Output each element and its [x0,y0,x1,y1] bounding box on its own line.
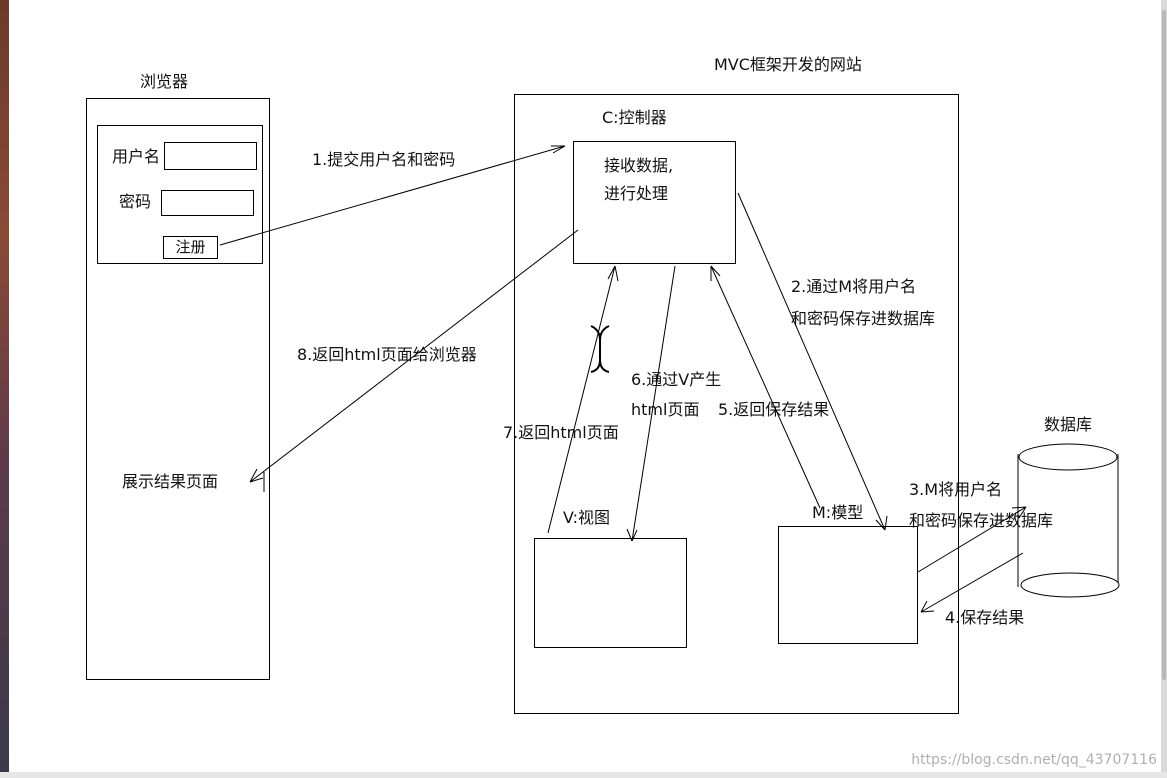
view-title: V:视图 [563,508,611,527]
step2b-label: 和密码保存进数据库 [791,309,936,328]
result-page-label: 展示结果页面 [122,472,219,491]
step3a-label: 3.M将用户名 [909,480,1003,499]
username-label: 用户名 [112,147,161,166]
database-cylinder [1017,454,1119,587]
model-box [778,526,918,644]
step3b-label: 和密码保存进数据库 [909,511,1054,530]
login-form [97,125,263,264]
controller-line2: 进行处理 [604,184,669,203]
password-field[interactable] [161,190,254,216]
site-title: MVC框架开发的网站 [714,55,862,74]
step8-label: 8.返回html页面给浏览器 [297,345,477,364]
arrow-step2 [737,192,888,531]
arrow-step6 [626,265,676,542]
step6b-label: html页面 [631,400,700,419]
watermark: https://blog.csdn.net/qq_43707116 [911,752,1157,768]
arrow-step1 [219,145,566,246]
arrow-step5 [710,265,821,509]
arrow-step7 [547,265,619,534]
step5-label: 5.返回保存结果 [718,400,830,419]
step4-label: 4.保存结果 [945,608,1025,627]
database-top [1018,443,1118,471]
arrow-step4 [920,552,1024,613]
arrow-step8 [249,229,579,483]
step6a-label: 6.通过V产生 [631,370,722,389]
desktop-edge [0,0,9,778]
controller-line1: 接收数据, [604,156,674,175]
username-field[interactable] [164,142,257,170]
scrollbar-thumb[interactable] [1162,10,1166,680]
controller-title: C:控制器 [602,108,667,127]
browser-box [86,98,270,680]
controller-box [573,141,736,264]
view-box [534,538,687,648]
password-label: 密码 [119,192,152,211]
step1-label: 1.提交用户名和密码 [312,150,456,169]
step7-label: 7.返回html页面 [503,423,619,442]
database-title: 数据库 [1044,415,1093,434]
register-button[interactable]: 注册 [163,236,218,259]
browser-title: 浏览器 [140,72,189,91]
site-box [514,94,959,714]
arrow-step3 [917,506,1027,573]
step2a-label: 2.通过M将用户名 [791,277,917,296]
status-bar [0,772,1167,778]
text-cursor [590,325,610,373]
database-bottom [1020,572,1120,598]
vertical-scrollbar[interactable] [1161,0,1167,778]
model-title: M:模型 [812,503,864,522]
